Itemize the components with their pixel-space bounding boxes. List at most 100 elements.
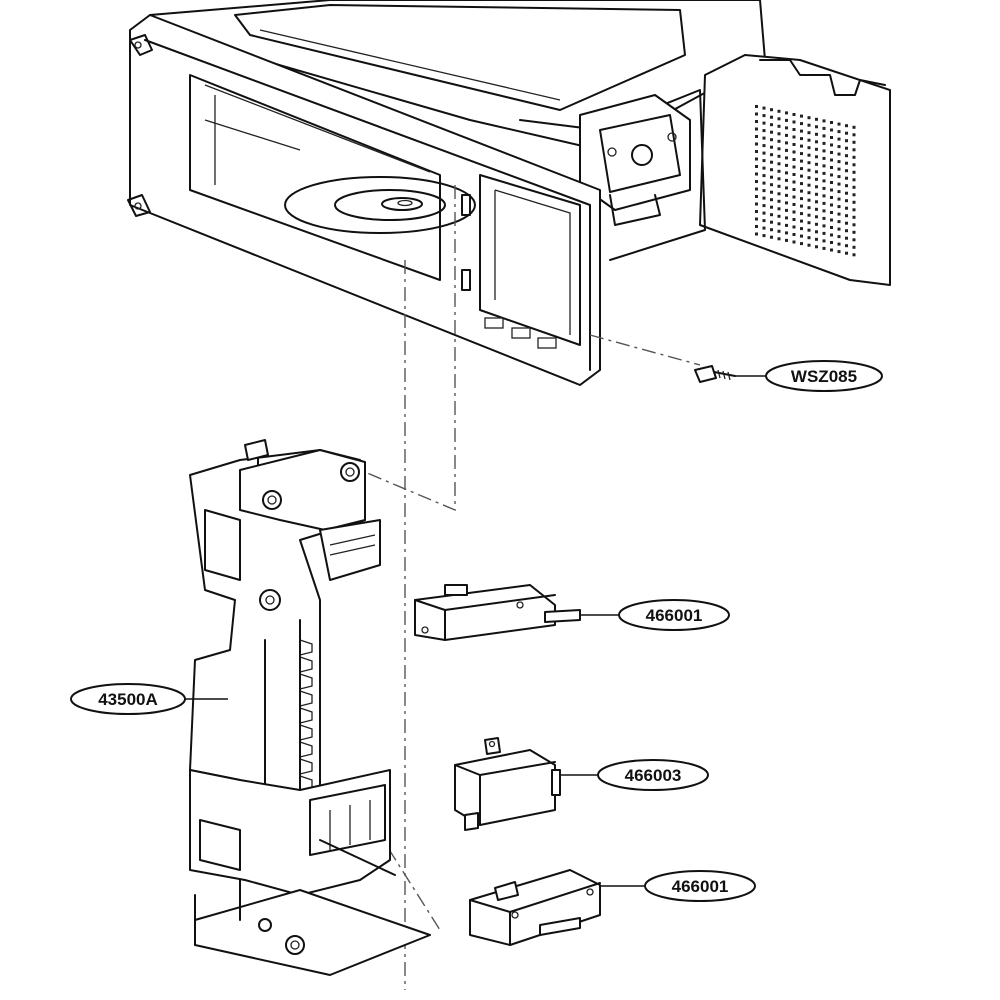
vent-hole — [837, 160, 841, 164]
vent-hole — [755, 180, 758, 183]
vent-hole — [755, 225, 758, 228]
vent-hole — [822, 134, 826, 138]
vent-hole — [830, 211, 833, 214]
vent-grille — [755, 105, 856, 257]
vent-hole — [770, 138, 773, 142]
vent-hole — [822, 141, 826, 145]
callout-466003: 466003 — [560, 759, 709, 791]
vent-hole — [777, 117, 781, 121]
vent-hole — [792, 120, 796, 124]
rack-tooth — [299, 656, 313, 673]
vent-hole — [777, 222, 781, 226]
vent-hole — [837, 235, 841, 239]
vent-hole — [800, 152, 803, 156]
vent-hole — [755, 202, 758, 206]
vent-hole — [785, 208, 788, 212]
vent-hole — [815, 170, 818, 174]
vent-hole — [837, 122, 841, 126]
callout-466001-bottom: 466001 — [600, 870, 756, 902]
vent-hole — [770, 228, 773, 232]
vent-hole — [777, 192, 781, 196]
vent-hole — [830, 196, 833, 199]
vent-hole — [852, 133, 856, 137]
callout-43500a: 43500A — [70, 683, 228, 715]
vent-hole — [852, 253, 856, 257]
vent-hole — [762, 189, 766, 193]
vent-hole — [762, 181, 766, 185]
rack-tooth — [299, 690, 313, 707]
callout-label: 466003 — [625, 766, 682, 785]
vent-hole — [770, 213, 773, 217]
vent-hole — [785, 133, 788, 137]
vent-hole — [800, 227, 803, 231]
vent-hole — [815, 245, 818, 249]
vent-hole — [807, 176, 811, 180]
vent-hole — [770, 190, 773, 194]
vent-hole — [777, 207, 781, 211]
microswitch-466001-top — [414, 584, 581, 641]
vent-hole — [770, 168, 773, 172]
vent-hole — [830, 233, 833, 237]
vent-hole — [777, 169, 781, 173]
vent-hole — [800, 234, 803, 238]
vent-hole — [852, 230, 856, 234]
vent-hole — [852, 238, 856, 242]
vent-hole — [755, 217, 758, 221]
vent-hole — [777, 132, 781, 136]
vent-hole — [755, 157, 758, 161]
vent-hole — [800, 204, 803, 208]
vent-hole — [822, 186, 826, 190]
vent-hole — [845, 251, 848, 255]
vent-hole — [830, 136, 833, 139]
vent-hole — [815, 200, 818, 204]
vent-hole — [792, 113, 796, 116]
vent-hole — [800, 122, 803, 126]
vent-hole — [762, 121, 766, 125]
vent-hole — [755, 120, 758, 123]
vent-hole — [837, 250, 841, 254]
vent-hole — [792, 165, 796, 169]
vent-hole — [807, 221, 811, 225]
vent-hole — [845, 221, 848, 225]
vent-hole — [852, 155, 856, 159]
vent-hole — [807, 161, 811, 165]
vent-hole — [777, 147, 781, 151]
vent-hole — [762, 196, 766, 200]
vent-hole — [852, 148, 856, 152]
vent-hole — [807, 131, 811, 135]
vent-hole — [785, 156, 788, 160]
vent-hole — [785, 216, 788, 220]
vent-hole — [830, 188, 833, 192]
vent-hole — [815, 230, 818, 234]
vent-hole — [830, 166, 833, 169]
vent-hole — [777, 237, 781, 241]
vent-hole — [852, 170, 856, 174]
vent-hole — [837, 212, 841, 216]
vent-hole — [830, 151, 833, 154]
vent-hole — [785, 201, 788, 205]
vent-hole — [822, 246, 826, 250]
vent-hole — [777, 184, 781, 188]
rack-tooth — [299, 758, 313, 775]
vent-hole — [792, 210, 796, 214]
vent-hole — [762, 211, 766, 215]
vent-hole — [792, 188, 796, 191]
vent-hole — [762, 144, 766, 148]
vent-hole — [845, 244, 848, 248]
vent-hole — [830, 121, 833, 124]
vent-hole — [800, 174, 803, 178]
vent-hole — [815, 117, 818, 121]
callout-label: 466001 — [672, 877, 729, 896]
vent-hole — [777, 162, 781, 166]
vent-hole — [800, 182, 803, 186]
vent-hole — [837, 145, 841, 149]
door-latch-body — [189, 439, 431, 976]
vent-hole — [852, 208, 856, 212]
vent-hole — [837, 175, 841, 179]
vent-hole — [822, 216, 826, 220]
vent-hole — [822, 231, 826, 235]
rack-tooth — [299, 707, 313, 724]
vent-hole — [830, 143, 833, 147]
vent-hole — [807, 123, 811, 127]
vent-hole — [830, 181, 833, 184]
